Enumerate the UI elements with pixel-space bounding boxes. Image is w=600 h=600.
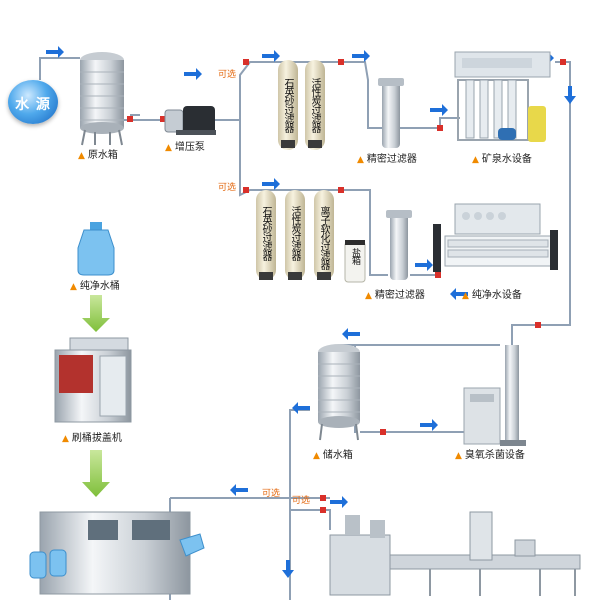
triangle-icon: ▲ (472, 155, 479, 165)
flow-arrow (292, 402, 310, 414)
flow-arrow (415, 259, 433, 271)
optional-label: 可选 (292, 496, 311, 506)
label-ozone: ▲臭氧杀菌设备 (455, 450, 525, 461)
raw-water-tank (80, 52, 124, 146)
precision-filter-2 (386, 210, 412, 280)
flow-arrow (342, 328, 360, 340)
triangle-icon: ▲ (78, 151, 85, 161)
water-bucket (77, 222, 115, 276)
triangle-icon: ▲ (313, 451, 320, 461)
filling-line (29, 511, 581, 596)
precision-filter-1 (378, 78, 404, 148)
green-arrows (82, 295, 110, 497)
flow-arrow (450, 288, 468, 300)
flow-arrow (352, 50, 370, 62)
flow-arrow (262, 178, 280, 190)
triangle-icon: ▲ (70, 282, 77, 292)
filter-label-carbon-2: 活性炭过滤器 (289, 206, 300, 260)
optional-label: 可选 (262, 489, 281, 499)
flow-arrow (564, 86, 576, 104)
flow-arrow (420, 419, 438, 431)
triangle-icon: ▲ (357, 155, 364, 165)
triangle-icon: ▲ (165, 143, 172, 153)
triangle-icon: ▲ (462, 291, 469, 301)
triangle-icon: ▲ (365, 291, 372, 301)
filter-label-quartz-2: 石英砂过滤器 (260, 206, 271, 260)
label-storage-tank: ▲储水箱 (313, 450, 353, 461)
label-raw-tank: ▲原水箱 (78, 150, 118, 161)
optional-label: 可选 (218, 70, 237, 80)
label-bucket: ▲纯净水桶 (70, 281, 120, 292)
triangle-icon: ▲ (455, 451, 462, 461)
filter-tanks-row2 (256, 190, 366, 283)
label-booster-pump: ▲增压泵 (165, 142, 205, 153)
storage-tank (318, 344, 360, 441)
filter-label-carbon-1: 活性炭过滤器 (309, 78, 320, 132)
valves (127, 59, 566, 513)
triangle-icon: ▲ (62, 434, 69, 444)
flow-arrow (230, 484, 248, 496)
label-precision-filter-2: ▲精密过滤器 (365, 290, 425, 301)
label-mineral-equipment: ▲矿泉水设备 (472, 154, 532, 165)
flow-arrow (184, 68, 202, 80)
source-label: 水 源 (15, 97, 51, 113)
flow-arrow (262, 50, 280, 62)
flow-arrow (430, 104, 448, 116)
label-precision-filter-1: ▲精密过滤器 (357, 154, 417, 165)
flow-arrow (46, 46, 64, 58)
label-washer: ▲刷桶拔盖机 (62, 433, 122, 444)
salt-tank-label: 盐箱 (350, 248, 360, 264)
filter-tanks-row1 (278, 60, 325, 150)
booster-pump (164, 106, 216, 135)
filter-label-quartz-1: 石英砂过滤器 (282, 78, 293, 132)
flow-arrow (282, 560, 294, 578)
optional-label: 可选 (218, 183, 237, 193)
washer-machine (54, 337, 132, 423)
pure-water-equipment (433, 203, 558, 272)
label-pure-equipment: ▲纯净水设备 (462, 290, 522, 301)
filter-label-softener: 离子软化过滤器 (318, 206, 329, 269)
ozone-sterilizer (463, 345, 526, 446)
water-source-icon: 水 源 (8, 80, 58, 124)
mineral-water-equipment (454, 51, 551, 142)
flow-arrow (330, 496, 348, 508)
